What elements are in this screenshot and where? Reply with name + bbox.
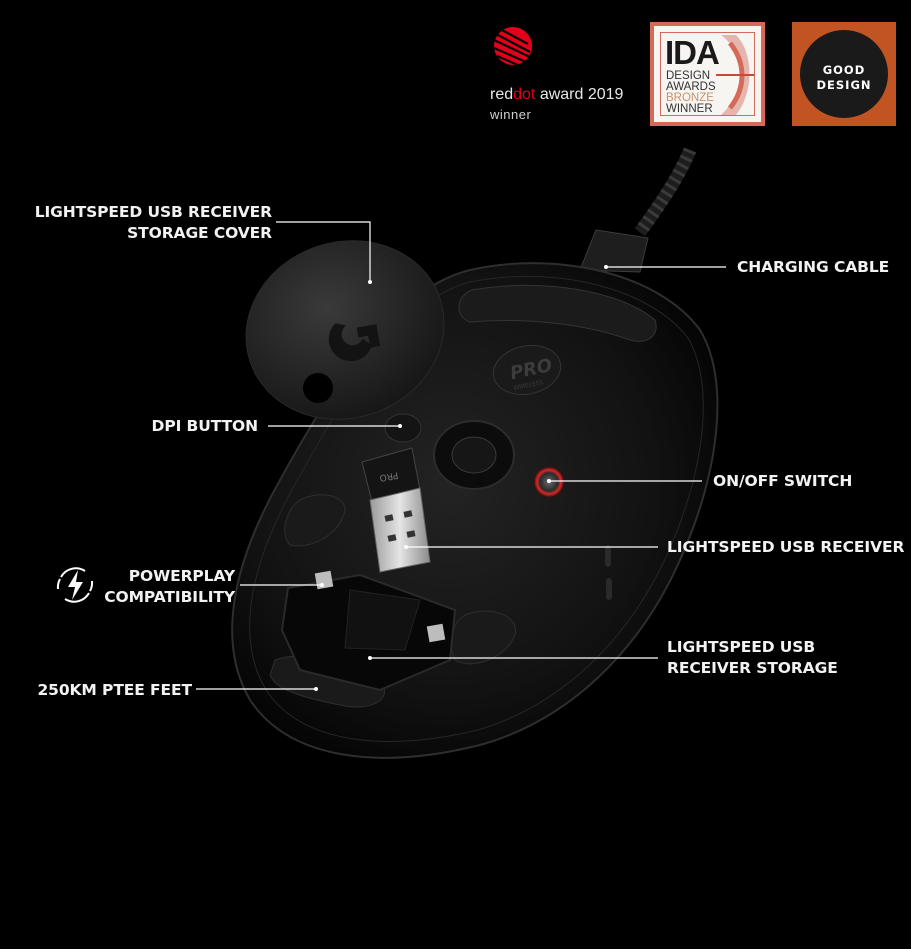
ida-emblem-icon — [716, 35, 754, 115]
receiver-pro-label: PRO — [379, 469, 399, 482]
logitech-g-logo — [328, 323, 381, 362]
good-design-circle: GOOD DESIGN — [800, 30, 888, 118]
ida-line-winner: WINNER — [666, 103, 713, 115]
ida-year: 2018 — [666, 115, 684, 116]
good-design-line-1: GOOD — [822, 63, 866, 77]
callout-storage-cover-line-2: STORAGE COVER — [127, 224, 272, 242]
leader-lines — [196, 221, 726, 690]
callout-powerplay: POWERPLAY COMPATIBILITY — [80, 566, 235, 608]
ida-line-design: DESIGN — [666, 70, 711, 82]
leader-dots — [314, 265, 608, 691]
reddot-award-badge: reddot award 2019 winner — [488, 24, 638, 128]
callout-feet: 250KM PTEE FEET — [37, 681, 192, 699]
callout-storage-cover: LIGHTSPEED USB RECEIVER STORAGE COVER — [20, 202, 272, 244]
callout-powerplay-line-2: COMPATIBILITY — [104, 588, 235, 606]
powerplay-lightning-icon — [56, 567, 94, 603]
reddot-brand-dot: dot — [513, 86, 536, 103]
callout-on-off-switch: ON/OFF SWITCH — [713, 472, 853, 490]
leader-storage-cover — [276, 221, 371, 282]
good-design-text: GOOD DESIGN — [800, 63, 888, 93]
callout-powerplay-line-1: POWERPLAY — [128, 567, 235, 585]
good-design-badge: GOOD DESIGN — [792, 22, 896, 126]
reddot-logo-icon — [493, 27, 533, 67]
callout-receiver-storage: LIGHTSPEED USB RECEIVER STORAGE — [667, 637, 838, 679]
callout-usb-receiver: LIGHTSPEED USB RECEIVER — [667, 538, 905, 556]
reddot-brand-red: red — [490, 86, 514, 103]
ida-badge-inner: IDA DESIGN AWARDS BRONZE WINNER 2018 — [660, 32, 755, 116]
callout-charging-cable: CHARGING CABLE — [737, 258, 890, 276]
ida-title: IDA — [665, 34, 720, 71]
good-design-line-2: DESIGN — [816, 78, 872, 92]
ida-award-badge: IDA DESIGN AWARDS BRONZE WINNER 2018 — [650, 22, 765, 126]
callout-dpi-button: DPI BUTTON — [151, 417, 259, 435]
callout-storage-cover-line-1: LIGHTSPEED USB RECEIVER — [34, 203, 272, 221]
callout-receiver-storage-line-1: LIGHTSPEED USB — [667, 638, 816, 656]
reddot-winner-text: winner — [490, 107, 532, 122]
charging-cable — [579, 147, 697, 273]
reddot-year: award 2019 — [535, 86, 624, 103]
ida-line-awards: AWARDS — [666, 81, 716, 93]
storage-cover — [245, 240, 445, 420]
reddot-award-text: reddot award 2019 — [490, 86, 623, 104]
usb-receiver: PRO — [361, 447, 431, 573]
ida-line-bronze: BRONZE — [666, 92, 714, 104]
callout-receiver-storage-line-2: RECEIVER STORAGE — [667, 659, 838, 677]
